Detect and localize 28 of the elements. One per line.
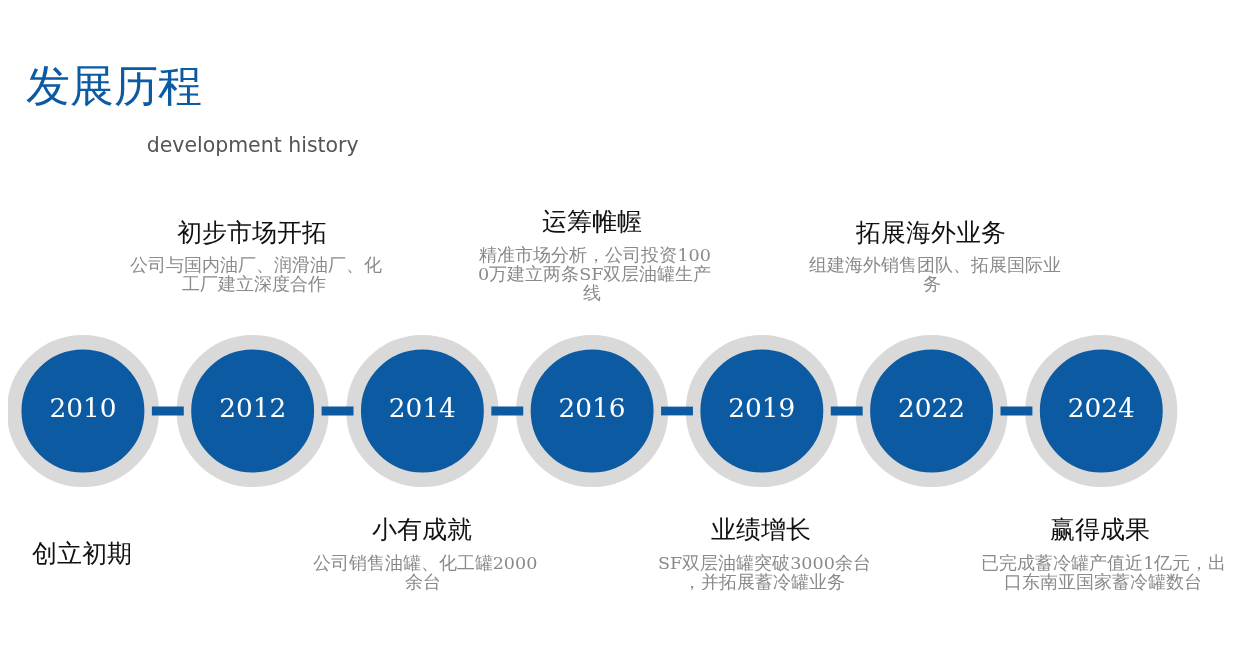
node-label: 运筹帷幄 [541, 206, 642, 236]
connector [1000, 406, 1033, 415]
node-label: 组建海外销售团队、拓展国际业务 [808, 254, 1061, 294]
node-circle: 2022 [855, 334, 1008, 487]
node-label: SF双层油罐突破3000余台，并拓展蓄冷罐业务 [657, 552, 871, 592]
node-label: 赢得成果 [1050, 514, 1151, 544]
node-circle: 2024 [1025, 334, 1178, 487]
node-circle: 2016 [516, 334, 669, 487]
node-label: 小有成就 [371, 514, 472, 544]
connector [321, 406, 354, 415]
node-label: 精准市场分析，公司投资1000万建立两条SF双层油罐生产线 [477, 244, 712, 303]
node-label: 拓展海外业务 [856, 217, 1007, 247]
node-circle: 2012 [176, 334, 329, 487]
node-label: 公司销售油罐、化工罐2000余台 [312, 552, 538, 592]
node-circle: 2014 [346, 334, 499, 487]
diagram-title: 发展历程 [26, 59, 203, 111]
node-label: 已完成蓄冷罐产值近1亿元，出口东南亚国家蓄冷罐数台 [981, 552, 1227, 592]
connector [830, 406, 863, 415]
node-label: 创立初期 [31, 538, 132, 568]
node-circle: 2010 [8, 334, 160, 487]
connector [661, 406, 693, 415]
node-label: 公司与国内油厂、润滑油厂、化工厂建立深度合作 [129, 254, 382, 294]
connector [491, 406, 524, 415]
node-label: 业绩增长 [711, 514, 812, 544]
label: development history [146, 132, 359, 157]
node-label: 初步市场开拓 [177, 217, 328, 247]
connector [151, 406, 184, 415]
node-circle: 2019 [685, 334, 838, 487]
